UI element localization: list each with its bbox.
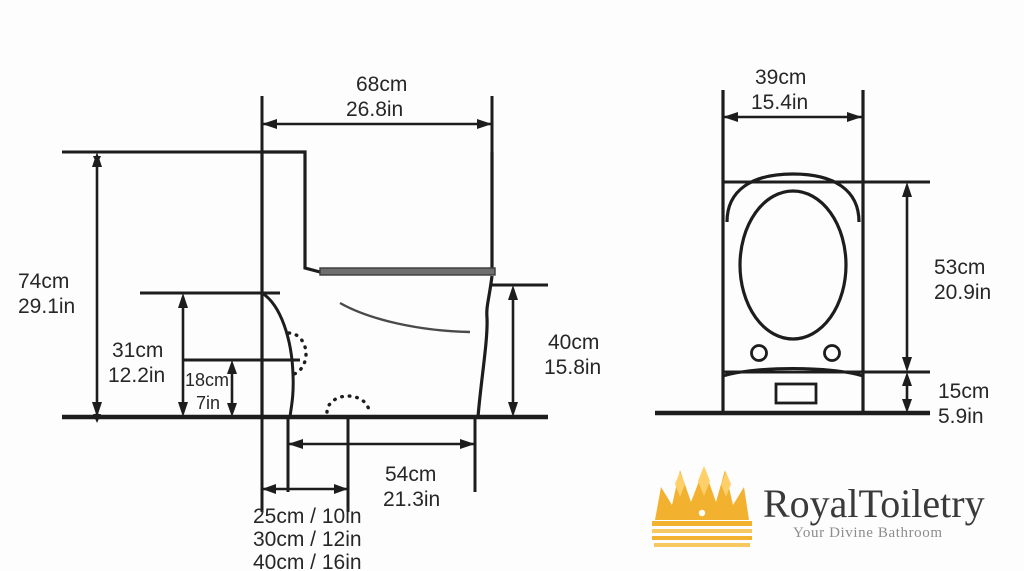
side-view-group: 74cm 29.1in 68cm 26.8in 31cm 12.2in 18cm… [18,73,601,571]
label-rough-in-option-3: 40cm / 16in [253,551,362,571]
arrowhead-68cm-right [477,119,492,129]
label-outlet-height-cm: 18cm [185,370,229,390]
crown-band-3 [652,536,752,540]
wall-outlet-dotted-arc [287,331,308,377]
front-bowl-inner-oval [738,189,848,341]
crown-right-diamond [721,472,731,497]
label-outlet-height-in: 7in [196,393,220,413]
label-overall-width-cm: 39cm [755,66,806,89]
arrowhead-39cm-right [847,112,862,122]
arrowhead-53cm-top [902,182,912,197]
label-seat-height-cm: 40cm [548,331,599,354]
front-view-group: 39cm 15.4in 53cm 20.9in 15cm 5.9in [655,66,991,428]
arrowhead-40cm-top [508,285,518,300]
label-tank-lower-height-cm: 31cm [112,339,163,362]
label-base-height-in: 5.9in [938,405,984,428]
crown-icon [652,466,752,547]
bolt-cap-right-circle [823,344,841,362]
label-bowl-projection-cm: 54cm [385,463,436,486]
arrowhead-74cm-top [92,152,102,167]
crown-band-1 [652,521,752,526]
flush-plate-rectangle [774,382,818,405]
label-overall-height-in: 29.1in [18,295,75,318]
arrowhead-39cm-left [723,112,738,122]
label-bowl-projection-in: 21.3in [383,488,440,511]
crown-center-jewel [697,508,707,518]
bowl-front-curve [261,291,295,418]
label-rough-in-option-2: 30cm / 12in [253,528,362,551]
label-bowl-height-cm: 53cm [934,256,985,279]
arrowhead-18cm-top [227,360,237,374]
arrowhead-18cm-bottom [227,403,237,417]
crown-band-4 [654,543,750,547]
arrowhead-53cm-bottom [902,357,912,372]
crown-left-diamond [675,472,685,497]
floor-outlet-dotted-arc [325,394,371,414]
arrowhead-54cm-right [460,439,475,449]
label-overall-depth-in: 26.8in [346,98,403,121]
arrowhead-roughin-right [334,484,348,494]
label-overall-width-in: 15.4in [751,91,808,114]
bowl-rear-curve [476,275,494,418]
label-overall-depth-cm: 68cm [356,73,407,96]
arrowhead-15cm-top [902,372,912,386]
arrowhead-31cm-bottom [178,402,188,417]
tank-top-and-step [262,150,321,274]
arrowhead-68cm-left [262,119,277,129]
brand-logo: RoyalToiletry Your Divine Bathroom [652,466,985,547]
bolt-cap-left-circle [750,344,768,362]
bowl-rim-line [339,301,471,334]
arrowhead-roughin-left [262,484,276,494]
arrowhead-40cm-bottom [508,402,518,417]
crown-center-diamond [698,466,710,496]
logo-brand-text: RoyalToiletry [763,481,985,526]
crown-band-2 [652,529,752,533]
arrowhead-74cm-bottom [92,402,102,417]
arrowhead-15cm-bottom [902,399,912,413]
label-bowl-height-in: 20.9in [934,281,991,304]
label-overall-height-cm: 74cm [18,270,69,293]
label-rough-in-option-1: 25cm / 10in [253,505,362,528]
toilet-seat-bar [319,267,496,276]
arrowhead-31cm-top [178,293,188,308]
front-seat-outer-outline [725,172,861,223]
label-tank-lower-height-in: 12.2in [108,364,165,387]
label-base-height-cm: 15cm [938,380,989,403]
logo-tagline-text: Your Divine Bathroom [793,525,943,541]
arrowhead-54cm-left [288,439,303,449]
label-seat-height-in: 15.8in [544,356,601,379]
